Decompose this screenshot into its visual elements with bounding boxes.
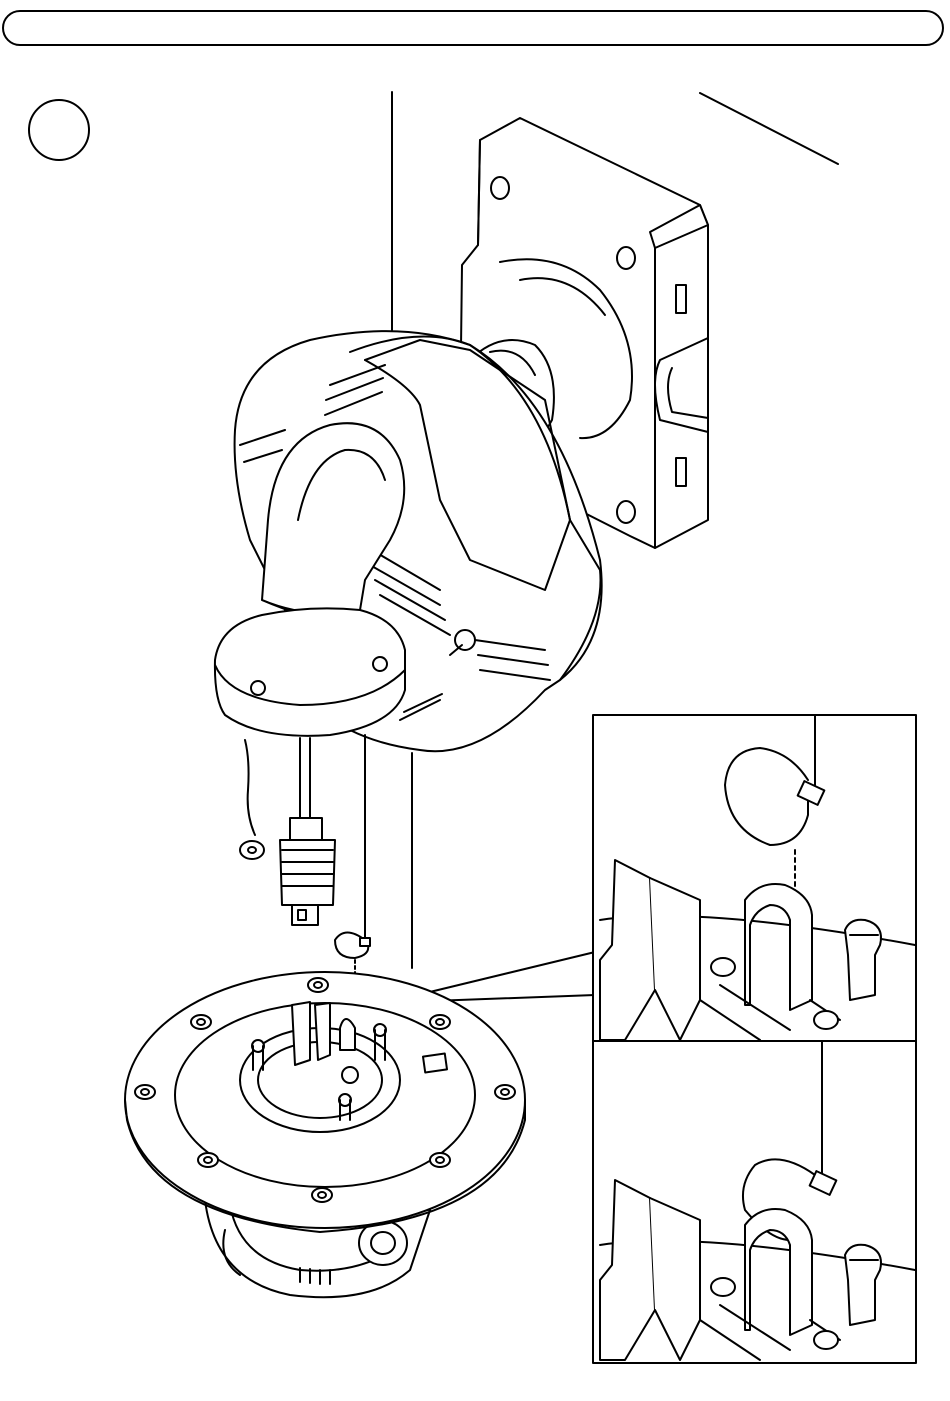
inset-bottom	[593, 1041, 916, 1363]
pendant-flange	[215, 608, 405, 736]
network-cable-connector	[280, 738, 335, 925]
safety-wire	[335, 735, 370, 1010]
inset-top	[593, 715, 916, 1041]
ground-cable	[240, 740, 264, 859]
dome-camera	[125, 972, 525, 1297]
